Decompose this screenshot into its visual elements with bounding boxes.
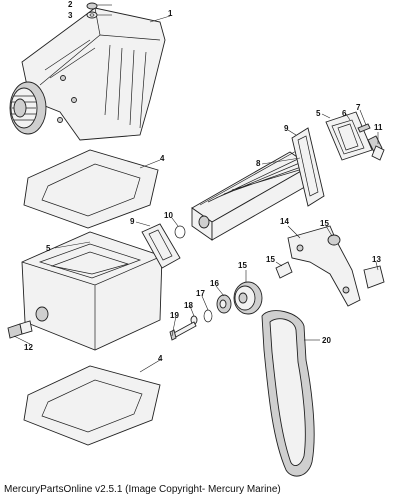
intercooler-housing [21,231,163,351]
leader-lines [13,4,379,373]
callout-8: 8 [256,159,261,168]
callout-7: 7 [356,103,361,112]
callout-4-lower-gasket: 4 [158,354,163,363]
callout-20: 20 [322,336,331,345]
bolt [169,321,197,341]
intercooler-core [191,149,311,241]
mounting-bracket [287,225,361,307]
core-gasket-left [141,223,181,269]
callout-9-left-gasket: 9 [130,217,135,226]
gasket-lower [23,365,161,446]
elbow-fitting [367,135,385,161]
end-cover [325,111,373,161]
callout-4-upper-gasket: 4 [160,154,165,163]
drive-belt [261,310,315,477]
supercharger-assembly [9,7,166,141]
callout-19: 19 [170,311,179,320]
callout-14: 14 [280,217,289,226]
callout-16: 16 [210,279,219,288]
copyright-footer: MercuryPartsOnline v2.5.1 (Image Copyrig… [4,484,281,495]
o-ring [174,225,186,239]
callout-15-middle-spacer: 15 [266,255,275,264]
callout-3: 3 [68,11,73,20]
bearing [216,294,232,314]
callout-17: 17 [196,289,205,298]
snap-ring [203,309,213,323]
core-gasket-right [291,127,325,207]
spacer-middle [275,261,293,279]
top-washer [86,11,98,19]
callout-2: 2 [68,0,73,9]
callout-5-end-cover: 5 [316,109,321,118]
exploded-parts-diagram: 1 2 3 4 4 5 5 6 7 8 9 9 10 11 12 13 14 1… [7,0,385,477]
callout-18: 18 [184,301,193,310]
end-cover-gasket [337,123,359,151]
callout-13: 13 [372,255,381,264]
idler-pulley [233,281,263,315]
callout-12: 12 [24,343,33,352]
spacer-upper [327,234,341,246]
drain-fitting [7,320,33,339]
top-nut [86,2,98,10]
belt-guard [363,265,385,289]
callout-9-right-gasket: 9 [284,124,289,133]
callout-11: 11 [374,123,383,132]
callout-6: 6 [342,109,347,118]
callout-5-housing: 5 [46,244,51,253]
callout-1: 1 [168,9,173,18]
gasket-upper [23,149,159,229]
callout-10: 10 [164,211,173,220]
cover-screw [357,123,371,133]
callout-15-upper-spacer: 15 [320,219,329,228]
callout-15-idler: 15 [238,261,247,270]
